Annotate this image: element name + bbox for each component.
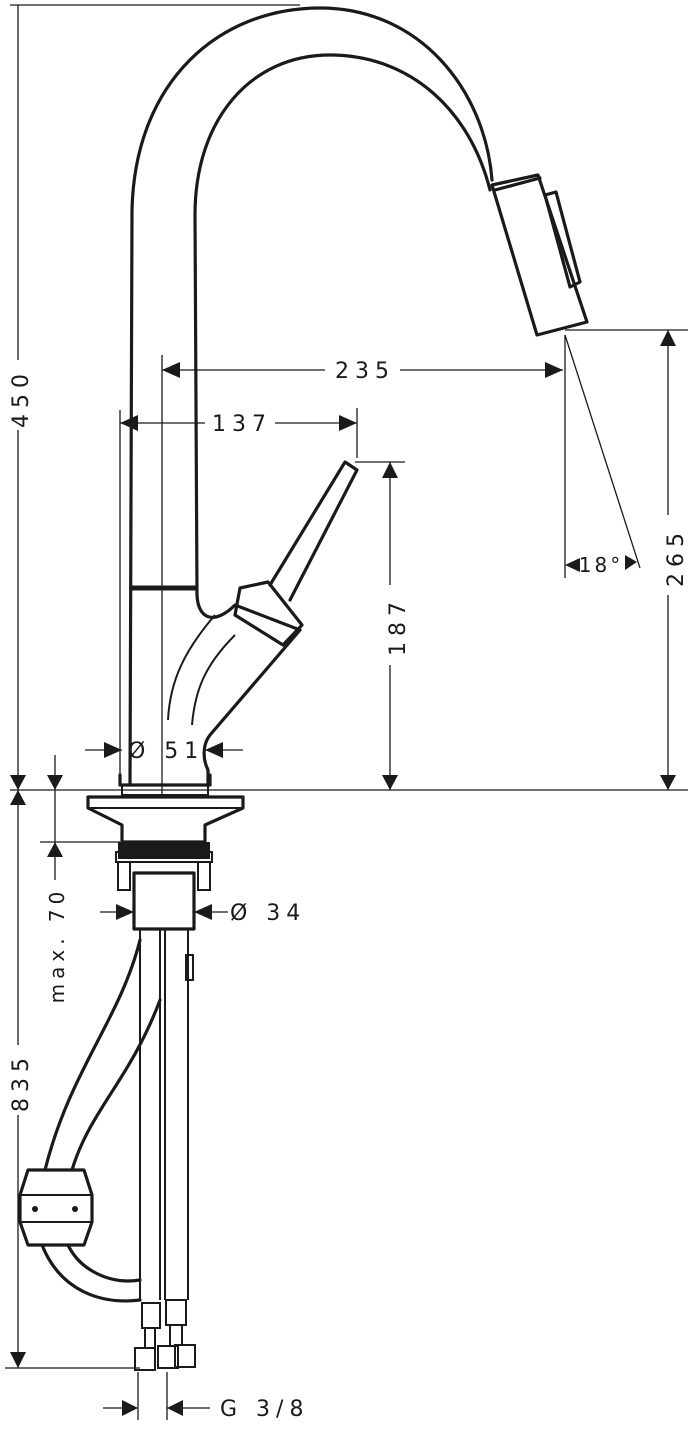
mounting-assembly xyxy=(18,795,245,1371)
dim-835: 835 xyxy=(9,1052,34,1112)
dim-265: 265 xyxy=(664,527,689,587)
dim-18-deg: 18° xyxy=(579,553,623,577)
escutcheon xyxy=(86,795,245,844)
dim-g-3-8: G 3/8 xyxy=(220,1397,309,1422)
spout-inner xyxy=(193,53,492,597)
dim-187: 187 xyxy=(386,596,411,656)
faucet-body xyxy=(118,6,589,796)
lever-block xyxy=(233,580,304,647)
dim-137: 137 xyxy=(212,412,272,437)
body-right-contour xyxy=(195,593,302,787)
spout-outer xyxy=(128,6,494,787)
dim-diameter-34: Ø 34 xyxy=(230,901,306,926)
dim-diameter-51: Ø 51 xyxy=(128,739,204,764)
pullout-hose xyxy=(40,938,162,1303)
dim-450: 450 xyxy=(9,368,34,428)
spray-head xyxy=(490,173,589,337)
dimension-annotations: 450 835 max. 70 265 187 235 xyxy=(5,4,689,1422)
spray-button xyxy=(543,190,582,289)
lock-ring xyxy=(118,842,210,859)
hose-weight xyxy=(18,1168,94,1247)
shank xyxy=(132,871,196,931)
dim-max-70: max. 70 xyxy=(45,887,69,1004)
dim-235: 235 xyxy=(335,359,395,384)
lever-handle xyxy=(268,460,359,602)
